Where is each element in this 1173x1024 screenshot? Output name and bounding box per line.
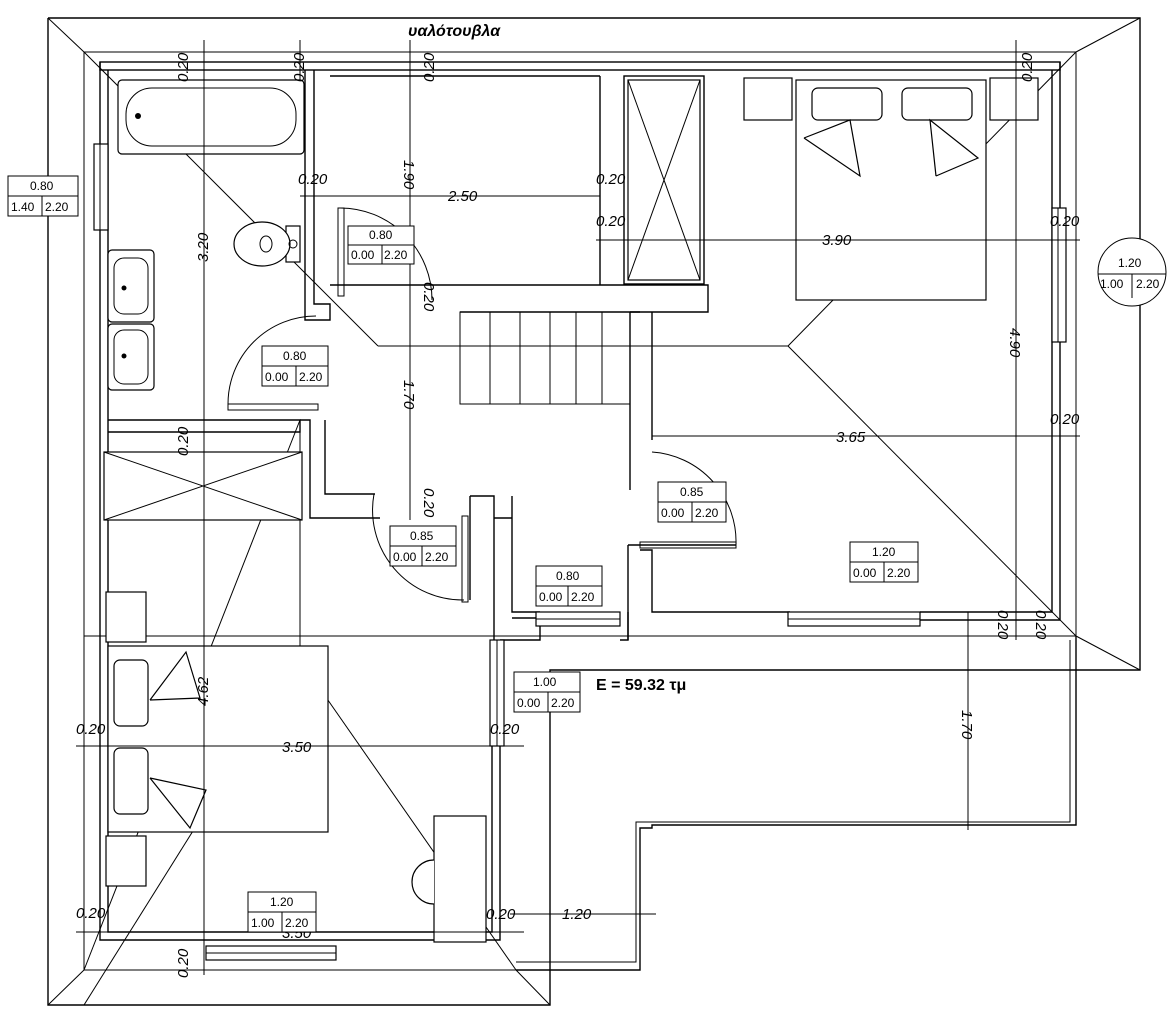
opening-height: 2.20 <box>45 200 69 214</box>
windows <box>93 143 1067 961</box>
wardrobes <box>103 79 701 521</box>
opening-label: 0.85 0.00 2.20 <box>657 481 727 523</box>
dim-text: 0.20 <box>175 948 192 978</box>
opening-height: 2.20 <box>571 590 595 604</box>
dim-text: 1.70 <box>958 710 975 740</box>
dim-text: 3.90 <box>822 232 852 249</box>
opening-height: 2.20 <box>285 916 309 930</box>
dim-text: 0.20 <box>420 488 437 518</box>
dim-text: 1.70 <box>400 380 417 410</box>
opening-sill: 0.00 <box>539 590 563 604</box>
opening-label: 0.80 0.00 2.20 <box>261 345 329 387</box>
opening-height: 2.20 <box>299 370 323 384</box>
opening-width: 0.85 <box>680 485 704 499</box>
opening-sill: 0.00 <box>351 248 375 262</box>
opening-label: 0.80 0.00 2.20 <box>347 225 415 265</box>
dim-text: 0.20 <box>76 721 106 738</box>
opening-sill: 0.00 <box>661 506 685 520</box>
dim-text: 0.20 <box>76 905 106 922</box>
opening-width: 0.80 <box>556 569 580 583</box>
dim-text: 0.20 <box>421 52 438 82</box>
dim-text: 0.20 <box>1019 52 1036 82</box>
dim-text: 3.50 <box>282 739 312 756</box>
double-bed-left <box>105 591 487 943</box>
opening-width: 1.00 <box>533 675 557 689</box>
opening-sill: 0.00 <box>853 566 877 580</box>
opening-label: 1.20 1.00 2.20 <box>247 891 317 933</box>
dim-text: 0.20 <box>486 906 516 923</box>
dim-text: 2.50 <box>447 188 478 205</box>
opening-height: 2.20 <box>1136 277 1160 291</box>
opening-label: 0.80 0.00 2.20 <box>535 565 603 607</box>
opening-label: 1.20 0.00 2.20 <box>849 541 919 583</box>
opening-height: 2.20 <box>425 550 449 564</box>
double-bed-right <box>743 77 1039 301</box>
opening-label: 1.00 0.00 2.20 <box>513 671 581 713</box>
area-label: E = 59.32 τμ <box>596 677 686 694</box>
opening-height: 2.20 <box>695 506 719 520</box>
dim-text: 4.62 <box>195 676 212 706</box>
dim-text: 1.20 <box>562 906 592 923</box>
opening-width: 0.80 <box>369 228 393 242</box>
opening-sill: 0.00 <box>393 550 417 564</box>
opening-sill: 1.40 <box>11 200 35 214</box>
title-label: υαλότουβλα <box>408 23 501 40</box>
dim-text: 0.20 <box>175 426 192 456</box>
bathroom-fixtures <box>107 79 305 391</box>
dim-text: 3.20 <box>195 232 212 262</box>
doors <box>227 207 737 603</box>
interior-walls <box>108 70 790 641</box>
opening-sill: 1.00 <box>251 916 275 930</box>
dim-text: 0.20 <box>420 282 437 312</box>
opening-width: 1.20 <box>872 545 896 559</box>
dim-text: 0.20 <box>596 213 626 230</box>
dim-text: 1.90 <box>400 160 417 190</box>
staircase <box>459 311 631 405</box>
dim-text: 0.20 <box>490 721 520 738</box>
opening-height: 2.20 <box>887 566 911 580</box>
dim-text: 0.20 <box>994 610 1011 640</box>
opening-width: 1.20 <box>270 895 294 909</box>
opening-sill: 0.00 <box>265 370 289 384</box>
opening-label-round: 1.20 1.00 2.20 <box>1097 237 1167 307</box>
opening-width: 0.80 <box>283 349 307 363</box>
opening-width: 0.85 <box>410 529 434 543</box>
dim-text: 0.20 <box>175 52 192 82</box>
dim-text: 0.20 <box>1050 411 1080 428</box>
dim-text: 4.90 <box>1006 328 1023 358</box>
opening-height: 2.20 <box>551 696 575 710</box>
opening-sill: 1.00 <box>1100 277 1124 291</box>
opening-width: 0.80 <box>30 179 54 193</box>
opening-width: 1.20 <box>1118 256 1142 270</box>
opening-label: 0.80 1.40 2.20 <box>7 175 79 217</box>
dim-text: 0.20 <box>596 171 626 188</box>
dimension-texts: 0.20 0.20 0.20 0.20 3.20 1.90 2.50 0.20 … <box>76 52 1080 978</box>
opening-label: 0.85 0.00 2.20 <box>389 525 457 567</box>
opening-sill: 0.00 <box>517 696 541 710</box>
dim-text: 0.20 <box>1050 213 1080 230</box>
dim-text: 3.65 <box>836 429 866 446</box>
dim-text: 0.20 <box>1032 610 1049 640</box>
dim-text: 0.20 <box>291 52 308 82</box>
terrace-outline <box>516 636 1077 971</box>
dim-text: 0.20 <box>298 171 328 188</box>
opening-height: 2.20 <box>384 248 408 262</box>
